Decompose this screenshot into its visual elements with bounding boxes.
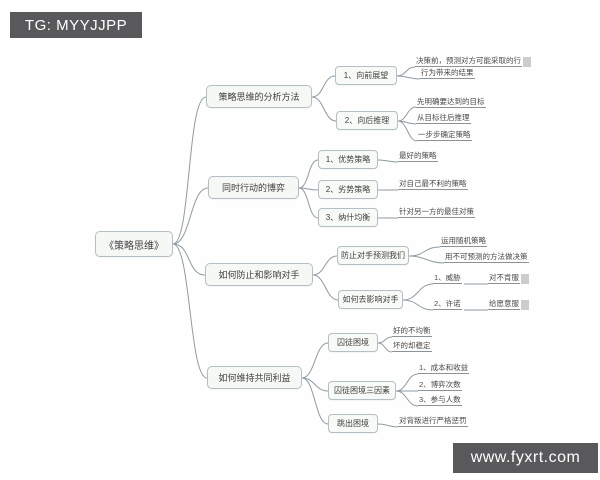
branch-simultaneous-game[interactable]: 同时行动的博弈 (208, 176, 299, 199)
node-look-forward[interactable]: 1、向前展望 (335, 66, 397, 85)
cutoff-artifact (521, 274, 529, 284)
leaf-text: 行为带来的结果 (420, 68, 475, 79)
leaf-best-strategy[interactable]: 最好的策略 (398, 151, 438, 162)
leaf-text: 对背叛进行严格惩罚 (398, 416, 468, 427)
leaf-text: 从目标往后推理 (416, 113, 471, 124)
leaf-text: 针对另一方的最佳对策 (398, 207, 475, 218)
node-reason-backward[interactable]: 2、向后推理 (336, 111, 398, 130)
branch-prevent-influence-opponent[interactable]: 如何防止和影响对手 (205, 263, 313, 286)
leaf-unpredictable-decisions[interactable]: 用不可预测的方法做决策 (444, 252, 529, 263)
branch-maintain-common-interest[interactable]: 如何维持共同利益 (207, 366, 302, 389)
leaf-clarify-goal[interactable]: 先明确要达到的目标 (416, 97, 486, 108)
leaf-text: 3、参与人数 (418, 395, 462, 406)
leaf-random-strategy[interactable]: 运用随机策略 (440, 236, 487, 247)
leaf-text: 先明确要达到的目标 (416, 97, 486, 108)
leaf-text: 对自己最不利的策略 (398, 179, 468, 190)
node-prisoners-dilemma[interactable]: 囚徒困境 (328, 333, 378, 352)
leaf-predict-opponent-action[interactable]: 决策前，预测对方可能采取的行 (415, 56, 531, 67)
leaf-threat[interactable]: 1、威胁 (433, 273, 462, 284)
leaf-text: 运用随机策略 (440, 236, 487, 247)
cutoff-artifact (521, 300, 529, 310)
leaf-text: 坏的却稳定 (392, 341, 432, 352)
leaf-number-of-players[interactable]: 3、参与人数 (418, 395, 462, 406)
leaf-text: 给愿意服 (488, 299, 520, 310)
leaf-promise-target[interactable]: 给愿意服 (488, 299, 529, 310)
leaf-reason-from-goal[interactable]: 从目标往后推理 (416, 113, 471, 124)
leaf-text: 1、成本和收益 (418, 363, 470, 374)
leaf-text: 2、博弈次数 (418, 380, 462, 391)
leaf-promise[interactable]: 2、许诺 (433, 299, 462, 310)
leaf-text: 好的不均衡 (392, 326, 432, 337)
leaf-bad-but-stable[interactable]: 坏的却稳定 (392, 341, 432, 352)
leaf-step-by-step-strategy[interactable]: 一步步确定策略 (417, 130, 472, 141)
leaf-text: 1、威胁 (433, 273, 462, 284)
watermark-telegram: TG: MYYJJPP (10, 12, 142, 38)
node-dilemma-three-factors[interactable]: 囚徒困境三因素 (328, 381, 396, 400)
leaf-text: 一步步确定策略 (417, 130, 472, 141)
leaf-text: 对不肯服 (488, 273, 520, 284)
leaf-worst-for-self[interactable]: 对自己最不利的策略 (398, 179, 468, 190)
leaf-action-results[interactable]: 行为带来的结果 (420, 68, 475, 79)
leaf-best-response[interactable]: 针对另一方的最佳对策 (398, 207, 475, 218)
leaf-threat-target[interactable]: 对不肯服 (488, 273, 529, 284)
cutoff-artifact (523, 57, 531, 67)
leaf-game-rounds[interactable]: 2、博弈次数 (418, 380, 462, 391)
leaf-text: 决策前，预测对方可能采取的行 (415, 56, 522, 67)
watermark-website: www.fyxrt.com (453, 443, 598, 473)
node-influence-opponent[interactable]: 如何去影响对手 (338, 290, 403, 309)
leaf-text: 最好的策略 (398, 151, 438, 162)
leaf-text: 用不可预测的方法做决策 (444, 252, 529, 263)
node-prevent-prediction[interactable]: 防止对手预测我们 (337, 246, 409, 265)
node-dominant-strategy[interactable]: 1、优势策略 (318, 150, 378, 169)
leaf-good-not-equilibrium[interactable]: 好的不均衡 (392, 326, 432, 337)
branch-analysis-methods[interactable]: 策略思维的分析方法 (206, 85, 312, 108)
node-escape-dilemma[interactable]: 跳出困境 (328, 414, 378, 433)
leaf-text: 2、许诺 (433, 299, 462, 310)
leaf-punish-betrayal[interactable]: 对背叛进行严格惩罚 (398, 416, 468, 427)
leaf-cost-and-benefit[interactable]: 1、成本和收益 (418, 363, 470, 374)
root-node[interactable]: 《策略思维》 (95, 231, 173, 257)
node-nash-equilibrium[interactable]: 3、纳什均衡 (318, 208, 378, 227)
node-dominated-strategy[interactable]: 2、劣势策略 (318, 180, 378, 199)
